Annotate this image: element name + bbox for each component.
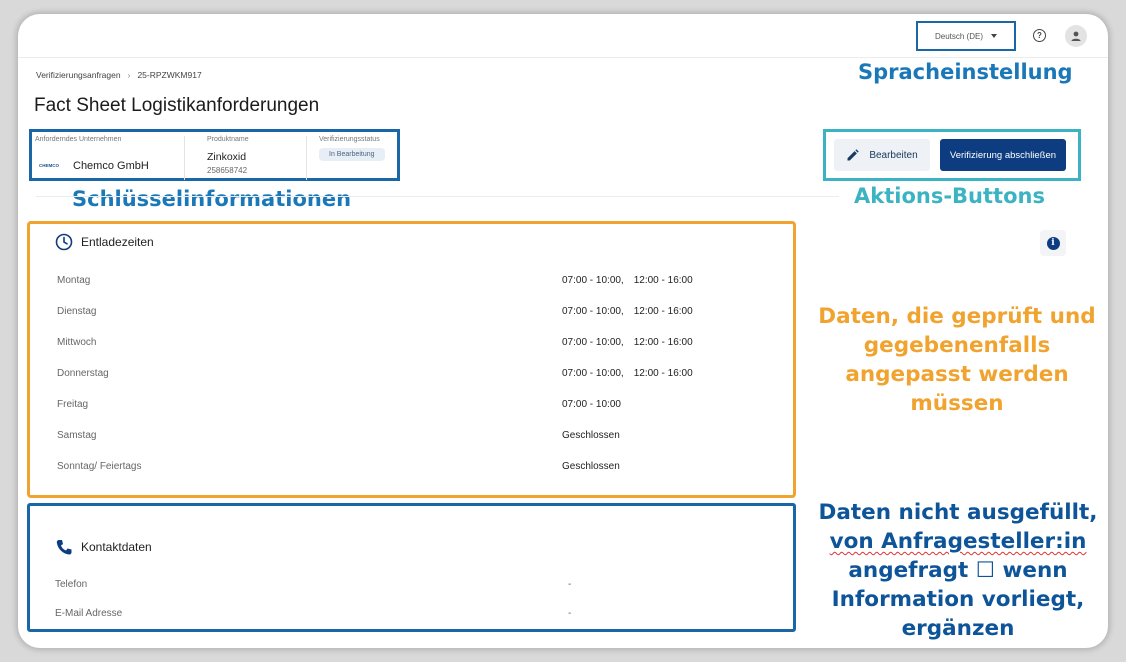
time-slot: 12:00 - 16:00 [633, 275, 693, 286]
product-label: Produktname [207, 136, 249, 143]
chevron-down-icon [991, 34, 997, 38]
unloading-row: Donnerstag 07:00 - 10:00, 12:00 - 16:00 [57, 368, 717, 379]
contact-row: Telefon - [55, 579, 585, 590]
company-label: Anforderndes Unternehmen [35, 136, 122, 143]
company-column: Anforderndes Unternehmen CHEMCO Chemco G… [35, 136, 185, 180]
key-info-panel: Anforderndes Unternehmen CHEMCO Chemco G… [29, 129, 400, 181]
callout-line: von Anfragesteller:in [829, 529, 1087, 554]
contact-value: - [568, 579, 572, 590]
status-label: Verifizierungsstatus [319, 136, 380, 143]
finish-verification-label: Verifizierung abschließen [949, 149, 1057, 161]
company-name: Chemco GmbH [73, 160, 149, 172]
time-slot: Geschlossen [562, 461, 620, 472]
unloading-hours: 07:00 - 10:00, 12:00 - 16:00 [562, 337, 693, 348]
contact-label: Telefon [55, 579, 88, 590]
callout-actions: Aktions-Buttons [854, 184, 1045, 208]
contact-row: E-Mail Adresse - [55, 608, 585, 619]
phone-icon [56, 540, 72, 555]
breadcrumb: Verifizierungsanfragen › 25-RPZWKM917 [36, 70, 202, 80]
unloading-hours: 07:00 - 10:00 [562, 399, 621, 410]
pencil-icon [847, 148, 860, 160]
breadcrumb-item[interactable]: Verifizierungsanfragen [36, 70, 121, 80]
edit-button[interactable]: Bearbeiten [834, 139, 930, 171]
unloading-hours: Geschlossen [562, 461, 620, 472]
product-column: Produktname Zinkoxid 258658742 [207, 136, 307, 180]
contact-header: Kontaktdaten [55, 538, 152, 556]
unloading-hours: 07:00 - 10:00, 12:00 - 16:00 [562, 275, 693, 286]
product-name: Zinkoxid [207, 151, 247, 163]
contact-value: - [568, 608, 572, 619]
help-circle-icon[interactable]: ? [1033, 29, 1046, 42]
callout-missing-data: Daten nicht ausgefüllt, von Anfragestell… [812, 498, 1104, 643]
weekday-label: Sonntag/ Feiertags [57, 461, 142, 472]
account-icon[interactable] [1065, 25, 1087, 47]
chevron-right-icon: › [127, 70, 131, 80]
time-slot: 12:00 - 16:00 [633, 306, 693, 317]
time-slot: 07:00 - 10:00 [562, 399, 621, 410]
callout-line: Daten nicht ausgefüllt, [818, 500, 1098, 525]
divider [36, 196, 839, 197]
weekday-label: Samstag [57, 430, 97, 441]
product-id: 258658742 [207, 166, 248, 175]
contact-title: Kontaktdaten [81, 540, 152, 554]
edit-button-label: Bearbeiten [869, 149, 918, 161]
unloading-times-card [27, 221, 796, 498]
app-window [18, 14, 1108, 648]
unloading-row: Mittwoch 07:00 - 10:00, 12:00 - 16:00 [57, 337, 717, 348]
time-slot: 07:00 - 10:00, [562, 368, 624, 379]
status-column: Verifizierungsstatus In Bearbeitung [319, 136, 399, 180]
contact-label: E-Mail Adresse [55, 608, 123, 619]
unloading-times-title: Entladezeiten [81, 235, 154, 249]
time-slot: Geschlossen [562, 430, 620, 441]
time-slot: 07:00 - 10:00, [562, 306, 624, 317]
unloading-hours: 07:00 - 10:00, 12:00 - 16:00 [562, 368, 693, 379]
time-slot: 07:00 - 10:00, [562, 337, 624, 348]
callout-check-data: Daten, die geprüft und gegebenenfalls an… [818, 304, 1096, 416]
callout-line: Information vorliegt, [831, 587, 1085, 612]
clock-icon [55, 233, 73, 251]
weekday-label: Montag [57, 275, 91, 286]
unloading-row: Freitag 07:00 - 10:00 [57, 399, 717, 410]
status-badge: In Bearbeitung [319, 148, 385, 161]
unloading-hours: Geschlossen [562, 430, 620, 441]
time-slot: 12:00 - 16:00 [633, 337, 693, 348]
company-logo: CHEMCO [39, 163, 59, 168]
info-glyph: i [1046, 236, 1060, 250]
weekday-label: Mittwoch [57, 337, 97, 348]
page-title: Fact Sheet Logistikanforderungen [34, 95, 320, 116]
callout-line: ergänzen [901, 616, 1015, 641]
top-bar [18, 14, 1108, 58]
info-icon[interactable]: i [1040, 230, 1066, 256]
unloading-row: Sonntag/ Feiertags Geschlossen [57, 461, 717, 472]
unloading-row: Samstag Geschlossen [57, 430, 717, 441]
account-glyph [1071, 31, 1081, 41]
unloading-row: Montag 07:00 - 10:00, 12:00 - 16:00 [57, 275, 717, 286]
time-slot: 12:00 - 16:00 [633, 368, 693, 379]
callout-line: angefragt ☐ wenn [848, 558, 1068, 583]
breadcrumb-item: 25-RPZWKM917 [137, 70, 202, 80]
weekday-label: Dienstag [57, 306, 97, 317]
contact-card [27, 503, 796, 632]
language-select-value: Deutsch (DE) [934, 31, 983, 41]
weekday-label: Freitag [57, 399, 89, 410]
finish-verification-button[interactable]: Verifizierung abschließen [940, 139, 1066, 171]
time-slot: 07:00 - 10:00, [562, 275, 624, 286]
unloading-hours: 07:00 - 10:00, 12:00 - 16:00 [562, 306, 693, 317]
unloading-row: Dienstag 07:00 - 10:00, 12:00 - 16:00 [57, 306, 717, 317]
unloading-times-header: Entladezeiten [55, 233, 154, 251]
callout-language: Spracheinstellung [858, 60, 1073, 84]
action-buttons: Bearbeiten Verifizierung abschließen [823, 129, 1081, 181]
callout-key-info: Schlüsselinformationen [72, 187, 352, 211]
language-select[interactable]: Deutsch (DE) [916, 21, 1016, 51]
weekday-label: Donnerstag [57, 368, 109, 379]
